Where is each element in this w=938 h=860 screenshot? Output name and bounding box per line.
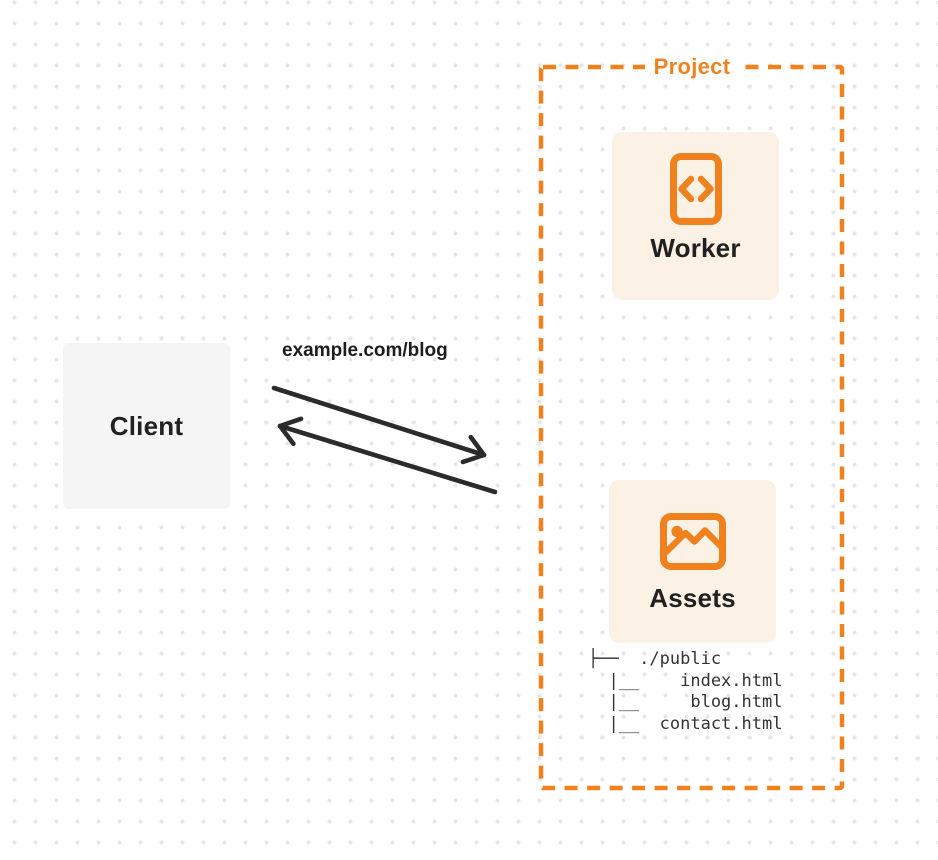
worker-node: Worker bbox=[612, 132, 779, 300]
assets-file-tree: ├── ./public |__ index.html |__ blog.htm… bbox=[588, 649, 783, 734]
worker-label: Worker bbox=[650, 233, 741, 263]
response-arrow bbox=[277, 416, 498, 495]
project-title: Project bbox=[541, 53, 843, 83]
request-arrow bbox=[271, 385, 487, 465]
client-node: Client bbox=[63, 343, 230, 509]
client-label: Client bbox=[109, 410, 184, 441]
assets-node: Assets bbox=[609, 480, 776, 643]
code-icon bbox=[669, 153, 722, 225]
assets-label: Assets bbox=[649, 583, 736, 613]
image-icon bbox=[659, 513, 726, 570]
request-url-label: example.com/blog bbox=[282, 340, 448, 361]
